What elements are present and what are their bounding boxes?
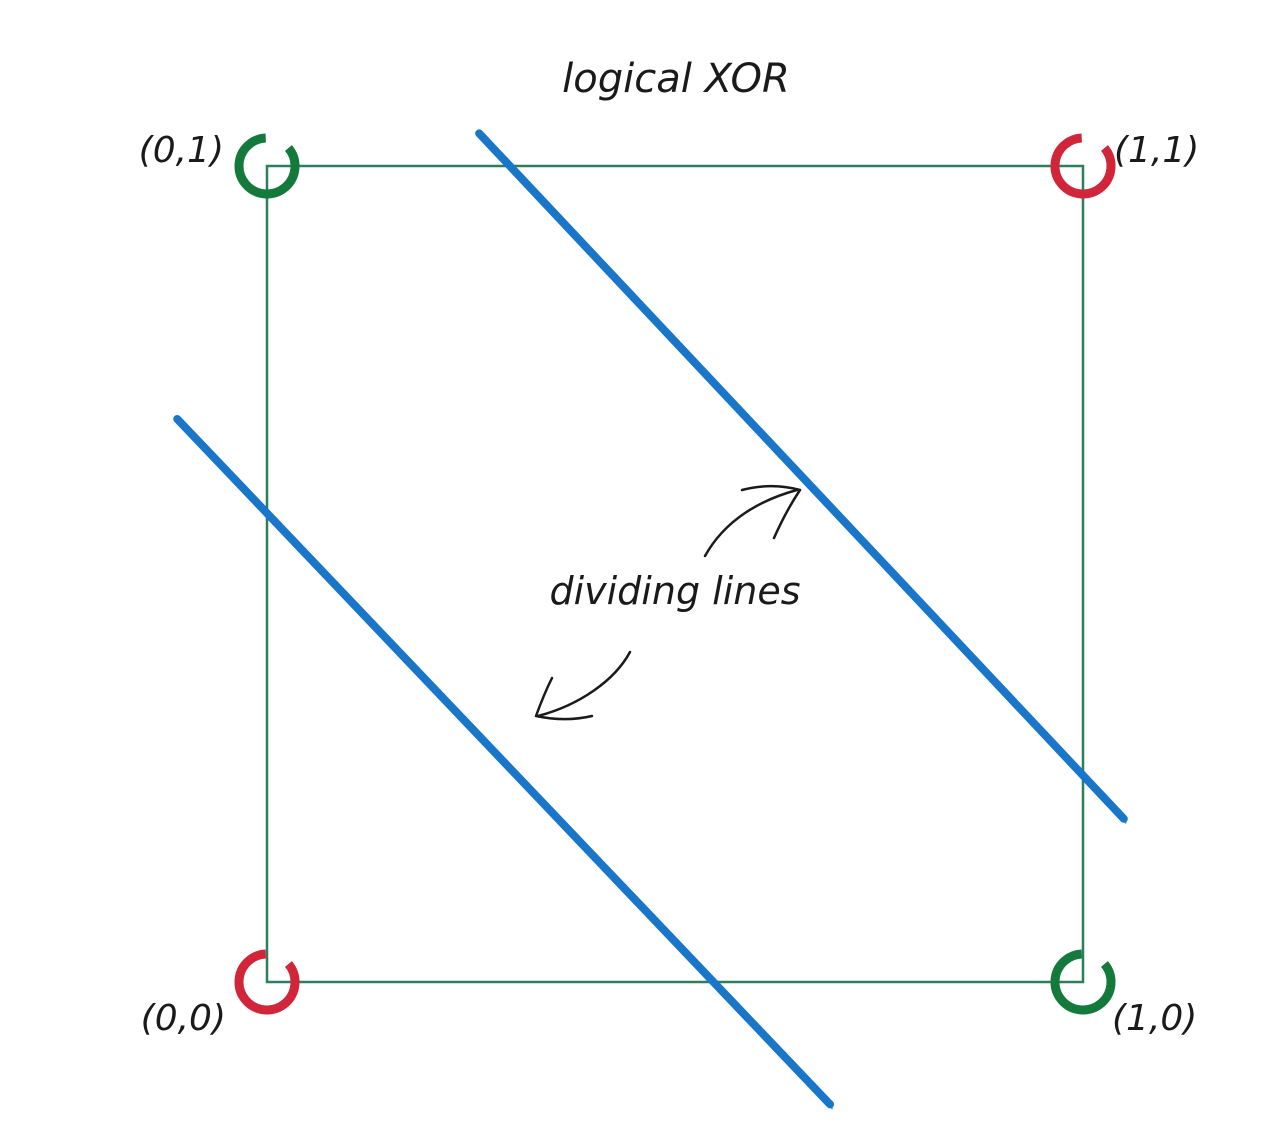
point-marker-0-1 xyxy=(234,133,300,199)
point-label-1-0: (1,0) xyxy=(1112,998,1197,1039)
unit-square-frame xyxy=(265,164,1085,984)
dividing-lines-group xyxy=(173,129,1128,1110)
arrow-to-lower-line xyxy=(536,650,632,718)
point-label-1-1: (1,1) xyxy=(1114,130,1199,171)
annotation-label: dividing lines xyxy=(549,569,800,613)
annotation-arrows xyxy=(534,485,802,721)
point-label-0-1: (0,1) xyxy=(139,130,224,171)
diagram-title: logical XOR xyxy=(562,56,790,102)
dividing-line-2-texture xyxy=(481,134,1127,824)
point-labels-group: (0,1) (1,1) (0,0) (1,0) xyxy=(139,130,1200,1039)
point-marker-0-0 xyxy=(234,949,300,1015)
arrow-to-upper-line xyxy=(703,488,799,558)
point-label-0-0: (0,0) xyxy=(141,998,226,1039)
arrow-head-lower xyxy=(534,676,594,721)
dividing-line-1-texture xyxy=(179,419,834,1110)
point-marker-1-0 xyxy=(1050,949,1116,1015)
arrow-head-upper xyxy=(740,485,802,540)
